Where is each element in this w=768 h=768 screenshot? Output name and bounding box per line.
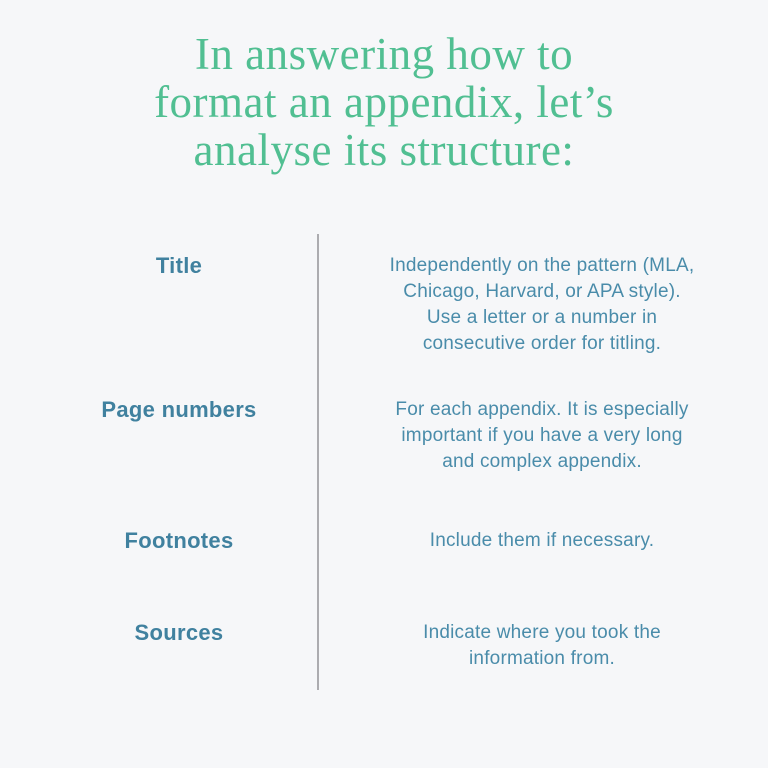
row-label-page-numbers: Page numbers	[101, 397, 257, 422]
table-row-title: Title Independently on the pattern (MLA,…	[40, 253, 742, 357]
table-row-footnotes: Footnotes Include them if necessary.	[40, 528, 742, 554]
row-description-title: Independently on the pattern (MLA, Chica…	[389, 255, 695, 354]
row-description-footnotes: Include them if necessary.	[429, 530, 655, 551]
table-row-sources: Sources Indicate where you took the info…	[40, 620, 742, 672]
row-description-page-numbers: For each appendix. It is especially impo…	[395, 399, 689, 472]
row-label-sources: Sources	[134, 620, 224, 645]
page-title: In answering how to format an appendix, …	[154, 29, 614, 175]
column-divider	[317, 234, 319, 690]
row-label-title: Title	[155, 253, 203, 278]
row-label-footnotes: Footnotes	[124, 528, 234, 553]
table-row-page-numbers: Page numbers For each appendix. It is es…	[40, 397, 742, 475]
row-description-sources: Indicate where you took the information …	[423, 622, 661, 669]
